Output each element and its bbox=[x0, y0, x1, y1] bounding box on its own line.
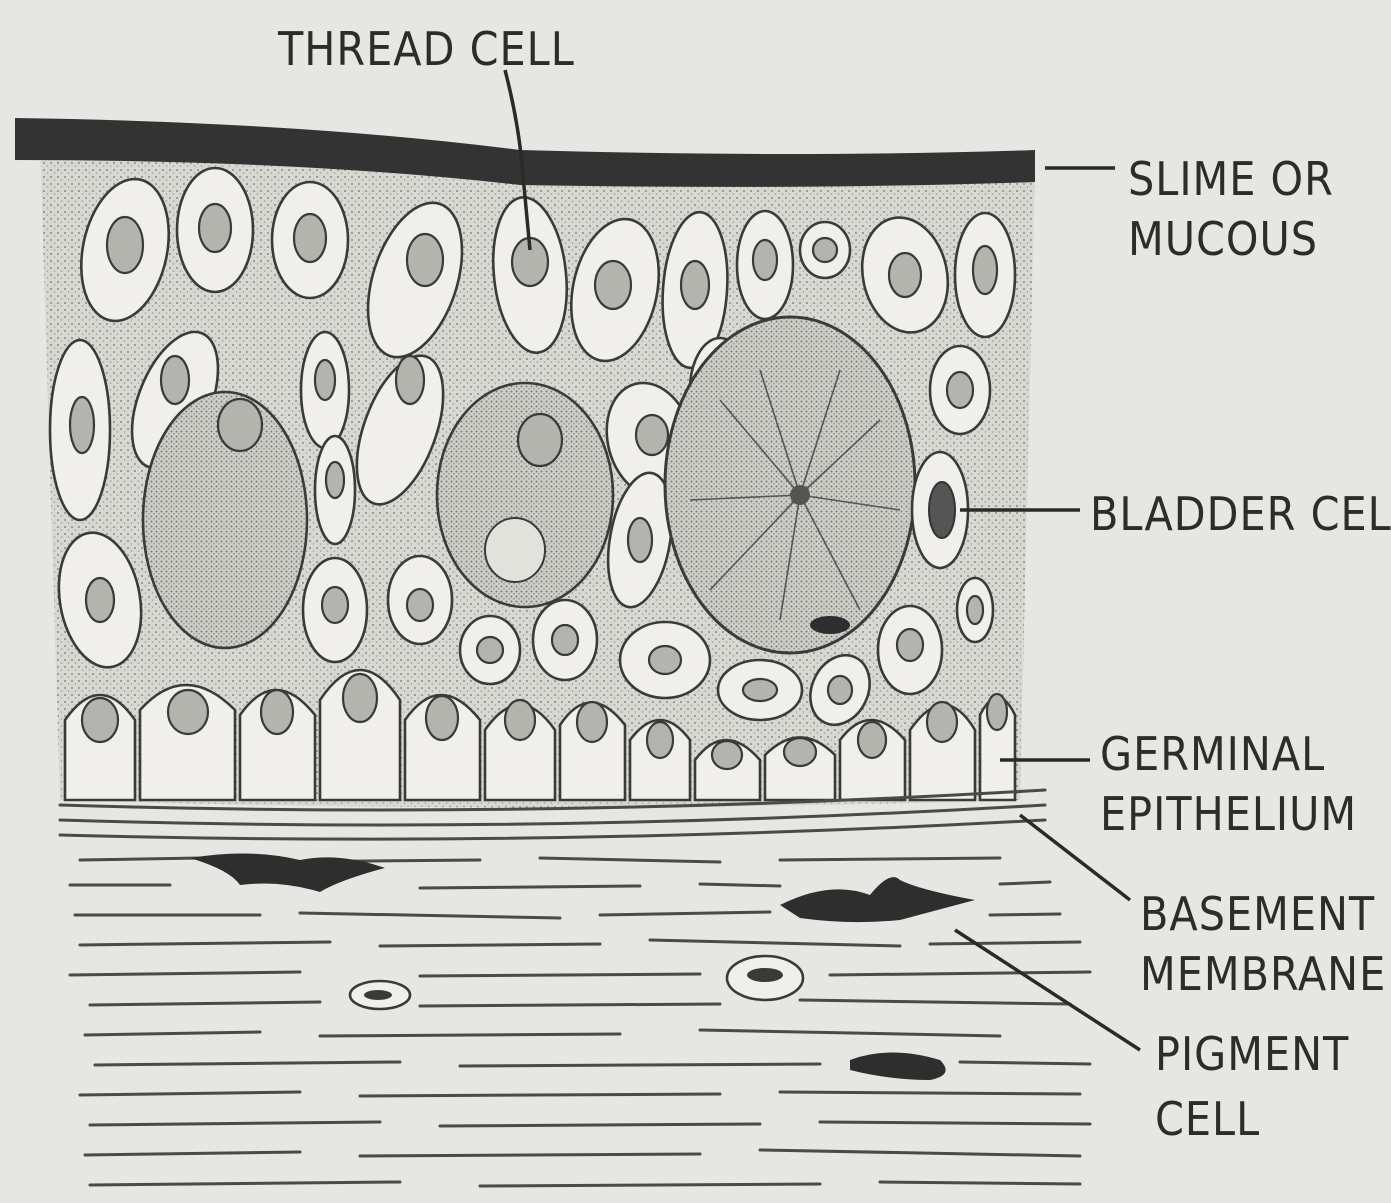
label-basement-line2: MEMBRANE bbox=[1140, 947, 1386, 1001]
label-bladder-cell: BLADDER CELL bbox=[1090, 487, 1391, 541]
label-pigment-line2: CELL bbox=[1155, 1092, 1260, 1146]
label-pigment-line1: PIGMENT bbox=[1155, 1027, 1349, 1081]
label-slime-line2: MUCOUS bbox=[1128, 212, 1318, 266]
label-germinal-line2: EPITHELIUM bbox=[1100, 787, 1357, 841]
label-basement-line1: BASEMENT bbox=[1140, 887, 1375, 941]
label-slime-line1: SLIME OR bbox=[1128, 152, 1334, 206]
label-germinal-line1: GERMINAL bbox=[1100, 727, 1325, 781]
label-thread-cell: THREAD CELL bbox=[277, 22, 575, 76]
